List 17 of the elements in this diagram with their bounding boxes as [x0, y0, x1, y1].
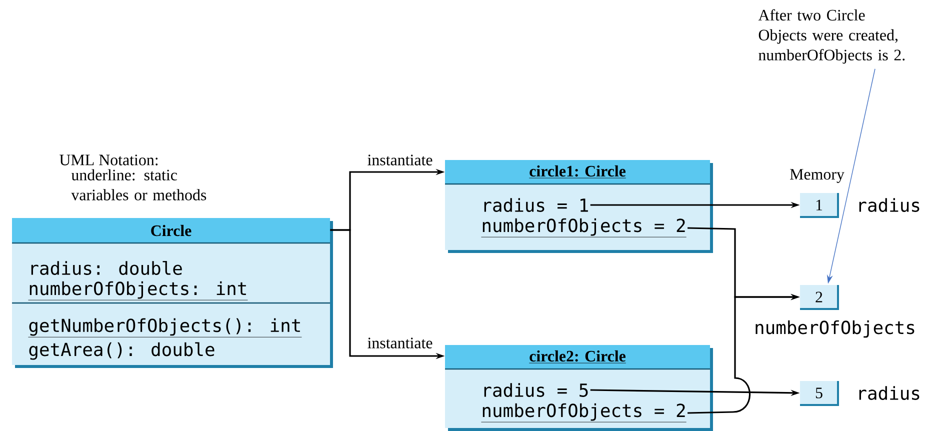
field-text: radius = 1: [484, 198, 588, 212]
edge-label: instantiate: [368, 154, 432, 166]
memory-cell: 1: [800, 193, 839, 218]
field-text: radius = 5: [484, 383, 588, 397]
memory-cell: 2: [800, 285, 839, 310]
note-text: underline: static variables or methods: [71, 169, 206, 200]
variable-name: numberOfObjects: [756, 320, 914, 338]
field-text: numberOfObjects = 2: [481, 403, 687, 422]
edge-label: instantiate: [368, 338, 432, 348]
note-text: After two Circle Objects were created, numberOfObjects is 2.: [758, 9, 905, 64]
note-text: Memory: [790, 169, 844, 183]
variable-name: radius: [859, 386, 920, 400]
variable-name: radius: [859, 198, 920, 212]
memory-cell: 5: [800, 381, 839, 406]
class-box: Circle radius: double numberOfObjects: int getNumberOfObjects(): int getArea(): double: [12, 218, 333, 368]
field-text: numberOfObjects = 2: [481, 218, 687, 238]
note-text: UML Notation:: [60, 154, 158, 166]
